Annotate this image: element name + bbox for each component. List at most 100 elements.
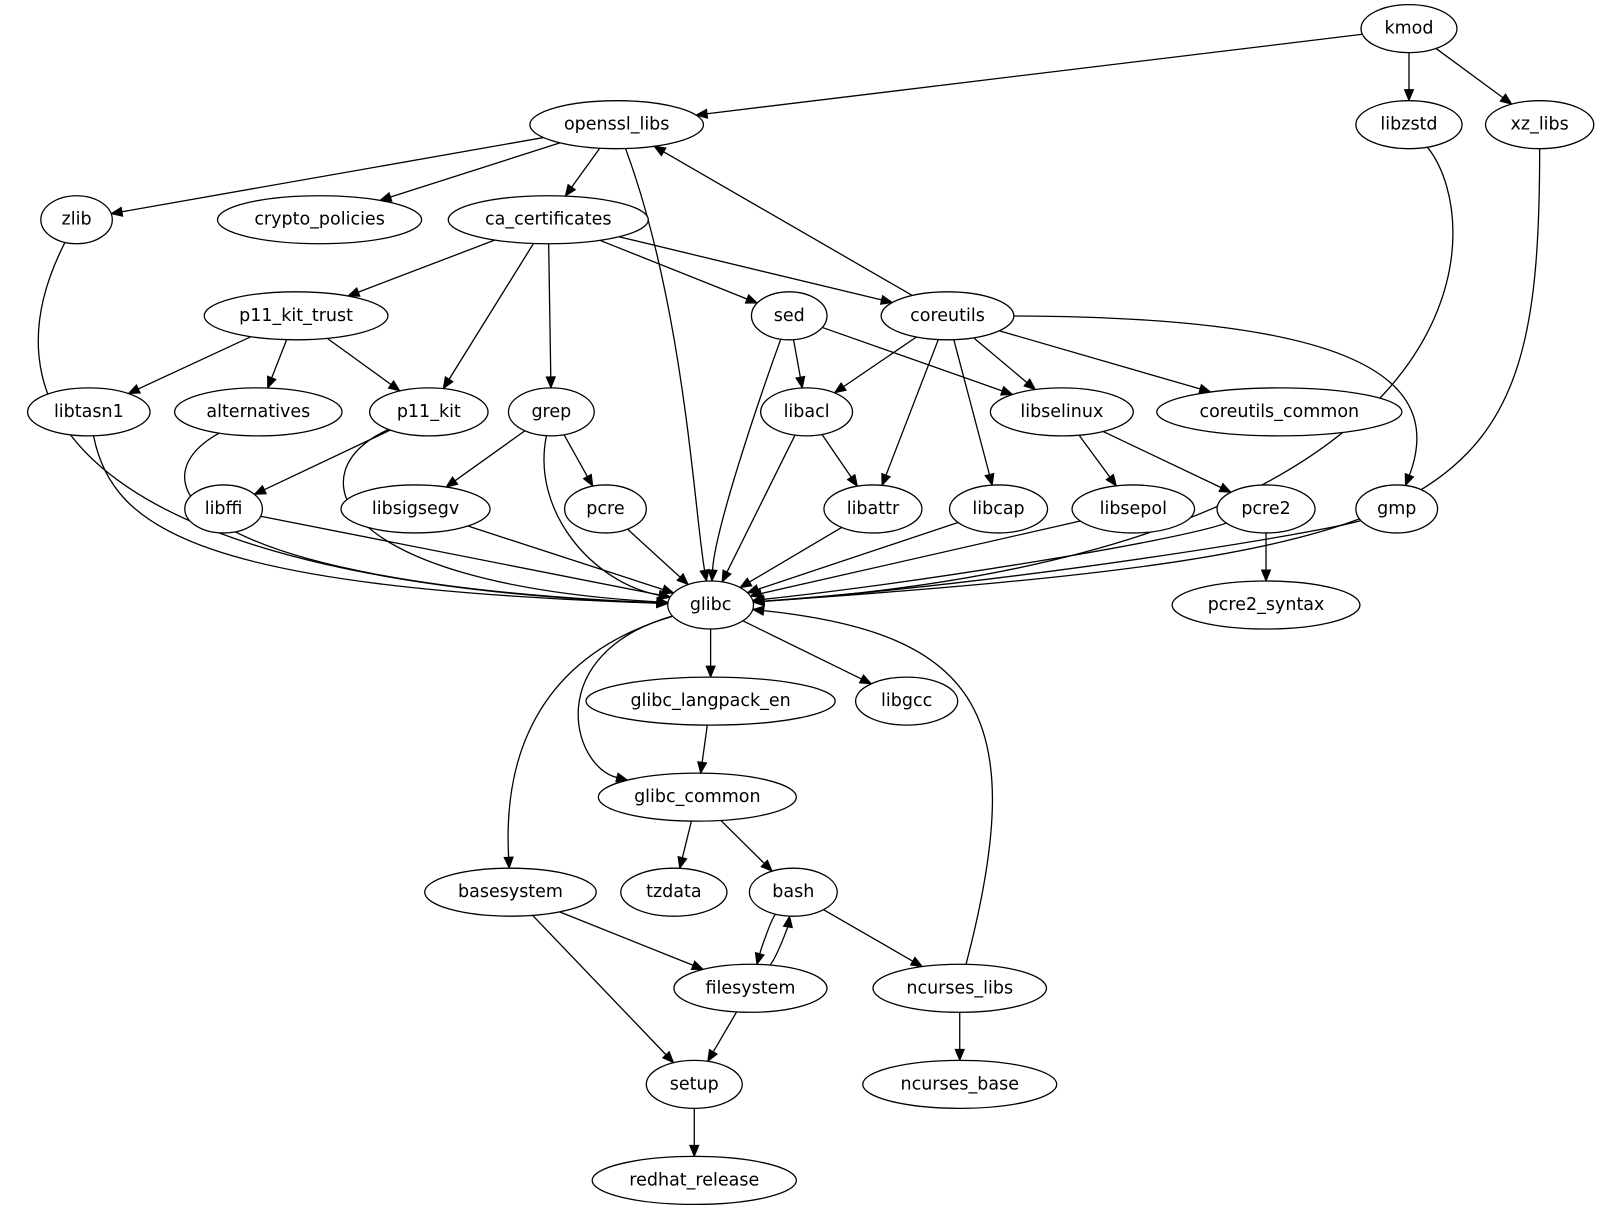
- edge-openssl_libs-to-crypto_policies: [378, 142, 561, 202]
- node-libgcc[interactable]: libgcc: [854, 676, 959, 726]
- node-ellipse[interactable]: [872, 963, 1048, 1013]
- node-p11-kit[interactable]: p11_kit: [368, 387, 489, 437]
- node-setup[interactable]: setup: [645, 1059, 743, 1109]
- node-libsigsegv[interactable]: libsigsegv: [340, 484, 491, 534]
- node-ellipse[interactable]: [1355, 100, 1463, 150]
- edge-line: [571, 147, 601, 188]
- node-ellipse[interactable]: [759, 387, 854, 437]
- node-ellipse[interactable]: [620, 867, 728, 917]
- node-ellipse[interactable]: [424, 867, 597, 917]
- node-sed[interactable]: sed: [750, 291, 828, 341]
- node-ellipse[interactable]: [645, 1059, 743, 1109]
- node-ellipse[interactable]: [948, 484, 1049, 534]
- node-ellipse[interactable]: [597, 772, 798, 822]
- node-label: setup: [670, 1074, 719, 1094]
- arrowhead-icon: [795, 375, 806, 390]
- node-ncurses-libs[interactable]: ncurses_libs: [872, 963, 1048, 1013]
- node-ellipse[interactable]: [854, 676, 959, 726]
- node-xz-libs[interactable]: xz_libs: [1484, 100, 1595, 150]
- node-ellipse[interactable]: [340, 484, 491, 534]
- edge-line: [763, 522, 1227, 600]
- edge-glibc-to-glibc_common: [577, 615, 673, 783]
- node-libffi[interactable]: libffi: [184, 484, 264, 534]
- arrowhead-icon: [879, 294, 894, 305]
- edge-line: [707, 33, 1363, 115]
- node-ellipse[interactable]: [880, 291, 1015, 341]
- node-ellipse[interactable]: [1360, 3, 1458, 54]
- edge-line: [271, 339, 288, 379]
- node-alternatives[interactable]: alternatives: [173, 387, 343, 437]
- node-ellipse[interactable]: [591, 1155, 798, 1206]
- node-glibc[interactable]: glibc: [667, 580, 755, 630]
- node-ca-certificates[interactable]: ca_certificates: [447, 195, 649, 245]
- node-ellipse[interactable]: [585, 676, 836, 726]
- node-pcre2[interactable]: pcre2: [1216, 484, 1316, 534]
- node-tzdata[interactable]: tzdata: [620, 867, 728, 917]
- arrowhead-icon: [1499, 93, 1513, 105]
- node-ellipse[interactable]: [40, 195, 113, 245]
- node-ellipse[interactable]: [184, 484, 264, 534]
- node-pcre2-syntax[interactable]: pcre2_syntax: [1171, 580, 1361, 630]
- node-ellipse[interactable]: [748, 867, 838, 917]
- node-ellipse[interactable]: [1171, 580, 1361, 630]
- node-libacl[interactable]: libacl: [759, 387, 854, 437]
- node-ellipse[interactable]: [823, 484, 923, 534]
- node-openssl-libs[interactable]: openssl_libs: [529, 100, 705, 150]
- node-ellipse[interactable]: [529, 100, 705, 150]
- node-ellipse[interactable]: [368, 387, 489, 437]
- node-ellipse[interactable]: [667, 580, 755, 630]
- arrowhead-icon: [582, 473, 594, 488]
- edges-layer: [37, 33, 1541, 1158]
- node-ellipse[interactable]: [563, 484, 647, 534]
- node-ellipse[interactable]: [507, 387, 595, 437]
- node-ellipse[interactable]: [1071, 484, 1196, 534]
- node-ellipse[interactable]: [216, 195, 423, 245]
- node-libtasn1[interactable]: libtasn1: [26, 387, 151, 437]
- arrowhead-icon: [909, 956, 924, 968]
- node-coreutils[interactable]: coreutils: [880, 291, 1015, 341]
- node-ellipse[interactable]: [1216, 484, 1316, 534]
- node-grep[interactable]: grep: [507, 387, 595, 437]
- node-coreutils-common[interactable]: coreutils_common: [1156, 387, 1403, 437]
- node-kmod[interactable]: kmod: [1360, 3, 1458, 54]
- node-ellipse[interactable]: [1484, 100, 1595, 150]
- edge-line: [712, 1011, 738, 1053]
- node-glibc-common[interactable]: glibc_common: [597, 772, 798, 822]
- edge-line: [92, 435, 657, 604]
- node-libselinux[interactable]: libselinux: [989, 387, 1134, 437]
- node-libcap[interactable]: libcap: [948, 484, 1049, 534]
- node-crypto-policies[interactable]: crypto_policies: [216, 195, 423, 245]
- edge-line: [823, 909, 914, 962]
- node-ellipse[interactable]: [1156, 387, 1403, 437]
- edge-line: [532, 914, 667, 1056]
- node-libattr[interactable]: libattr: [823, 484, 923, 534]
- node-bash[interactable]: bash: [748, 867, 838, 917]
- edge-glibc-to-glibc_langpack_en: [705, 629, 716, 679]
- node-pcre[interactable]: pcre: [563, 484, 647, 534]
- node-ellipse[interactable]: [1355, 484, 1439, 534]
- node-ellipse[interactable]: [673, 963, 828, 1013]
- node-gmp[interactable]: gmp: [1355, 484, 1439, 534]
- node-filesystem[interactable]: filesystem: [673, 963, 828, 1013]
- node-ellipse[interactable]: [750, 291, 828, 341]
- node-label: redhat_release: [629, 1170, 759, 1190]
- edge-p11_kit_trust-to-alternatives: [267, 339, 288, 390]
- node-ellipse[interactable]: [203, 291, 389, 341]
- edge-line: [543, 435, 660, 596]
- arrowhead-icon: [503, 856, 514, 870]
- node-ellipse[interactable]: [26, 387, 151, 437]
- node-libsepol[interactable]: libsepol: [1071, 484, 1196, 534]
- node-ellipse[interactable]: [447, 195, 649, 245]
- node-ellipse[interactable]: [862, 1059, 1058, 1109]
- node-basesystem[interactable]: basesystem: [424, 867, 597, 917]
- node-ellipse[interactable]: [989, 387, 1134, 437]
- node-libzstd[interactable]: libzstd: [1355, 100, 1463, 150]
- edge-glibc_common-to-tzdata: [677, 820, 693, 870]
- node-p11-kit-trust[interactable]: p11_kit_trust: [203, 291, 389, 341]
- node-zlib[interactable]: zlib: [40, 195, 113, 245]
- node-glibc-langpack-en[interactable]: glibc_langpack_en: [585, 676, 836, 726]
- node-ellipse[interactable]: [173, 387, 343, 437]
- node-ncurses-base[interactable]: ncurses_base: [862, 1059, 1058, 1109]
- node-redhat-release[interactable]: redhat_release: [591, 1155, 798, 1206]
- edge-ca_certificates-to-grep: [545, 243, 557, 390]
